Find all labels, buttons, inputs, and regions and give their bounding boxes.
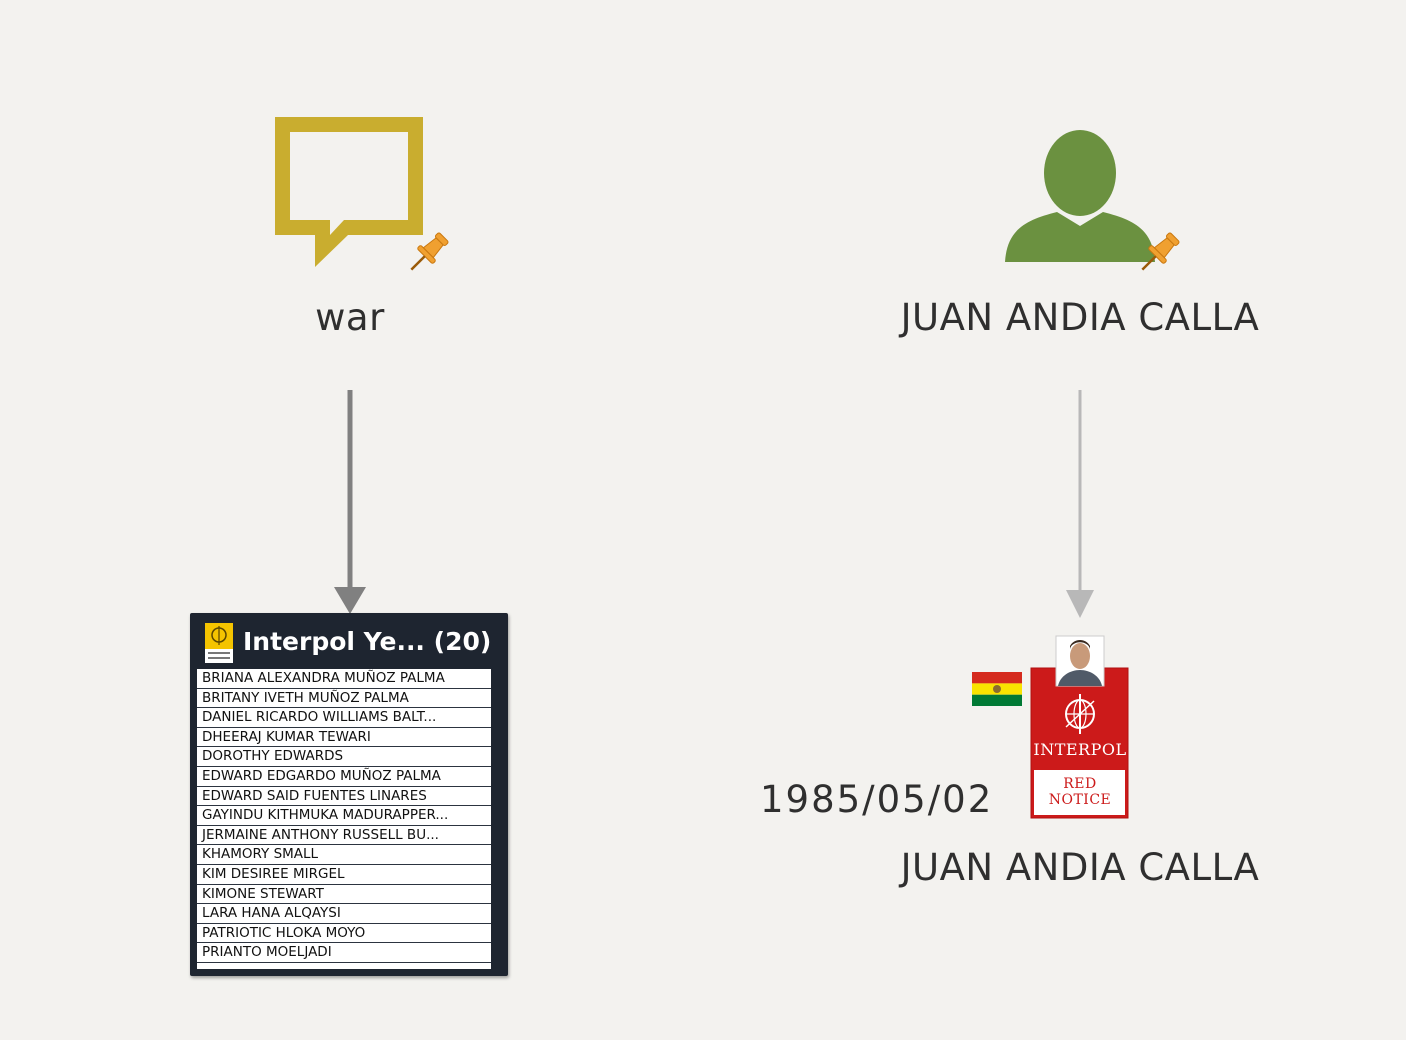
- person-silhouette-icon: [1005, 130, 1155, 262]
- person-node-label: JUAN ANDIA CALLA: [900, 296, 1260, 339]
- edge-arrowhead: [334, 587, 366, 614]
- list-item[interactable]: EDWARD SAID FUENTES LINARES: [197, 787, 491, 807]
- list-item[interactable]: DOROTHY EDWARDS: [197, 747, 491, 767]
- speech-bubble-icon: [275, 117, 423, 267]
- red-notice-badge-icon: [1030, 635, 1129, 819]
- badge-type-line1: RED: [1063, 776, 1097, 792]
- list-item[interactable]: PATRIOTIC HLOKA MOYO: [197, 924, 491, 944]
- notice-node[interactable]: [1030, 634, 1130, 820]
- list-item[interactable]: KIMONE STEWART: [197, 885, 491, 905]
- list-item[interactable]: GAYINDU KITHMUKA MADURAPPER...: [197, 806, 491, 826]
- badge-org-text: INTERPOL: [1033, 740, 1127, 759]
- pin-icon[interactable]: [402, 225, 457, 280]
- edge-arrowhead: [1066, 590, 1094, 618]
- notice-date-label: 1985/05/02: [760, 778, 994, 821]
- list-item[interactable]: JERMAINE ANTHONY RUSSELL BU...: [197, 826, 491, 846]
- list-item[interactable]: KHAMORY SMALL: [197, 845, 491, 865]
- list-item[interactable]: PRIANTO MOELJADI: [197, 943, 491, 963]
- topic-node-label: war: [315, 296, 385, 339]
- list-title: Interpol Ye... (20): [243, 627, 492, 656]
- interpol-yellow-notice-icon: [205, 623, 233, 663]
- badge-type-line2: NOTICE: [1048, 792, 1112, 808]
- person-node[interactable]: [1005, 130, 1155, 265]
- list-item[interactable]: EDWARD EDGARDO MUÑOZ PALMA: [197, 767, 491, 787]
- bolivia-flag-icon: [972, 672, 1022, 706]
- list-header: Interpol Ye... (20): [190, 613, 508, 669]
- pin-icon[interactable]: [1133, 225, 1188, 280]
- interpol-yellow-list-node[interactable]: Interpol Ye... (20) BRIANA ALEXANDRA MUÑ…: [190, 613, 508, 976]
- list-item[interactable]: BRITANY IVETH MUÑOZ PALMA: [197, 689, 491, 709]
- list-item[interactable]: DHEERAJ KUMAR TEWARI: [197, 728, 491, 748]
- notice-node-label: JUAN ANDIA CALLA: [900, 846, 1260, 889]
- list-item[interactable]: BRIANA ALEXANDRA MUÑOZ PALMA: [197, 669, 491, 689]
- list-item[interactable]: LARA HANA ALQAYSI: [197, 904, 491, 924]
- list-item[interactable]: DANIEL RICARDO WILLIAMS BALT...: [197, 708, 491, 728]
- list-item[interactable]: KIM DESIREE MIRGEL: [197, 865, 491, 885]
- topic-node[interactable]: [275, 117, 460, 282]
